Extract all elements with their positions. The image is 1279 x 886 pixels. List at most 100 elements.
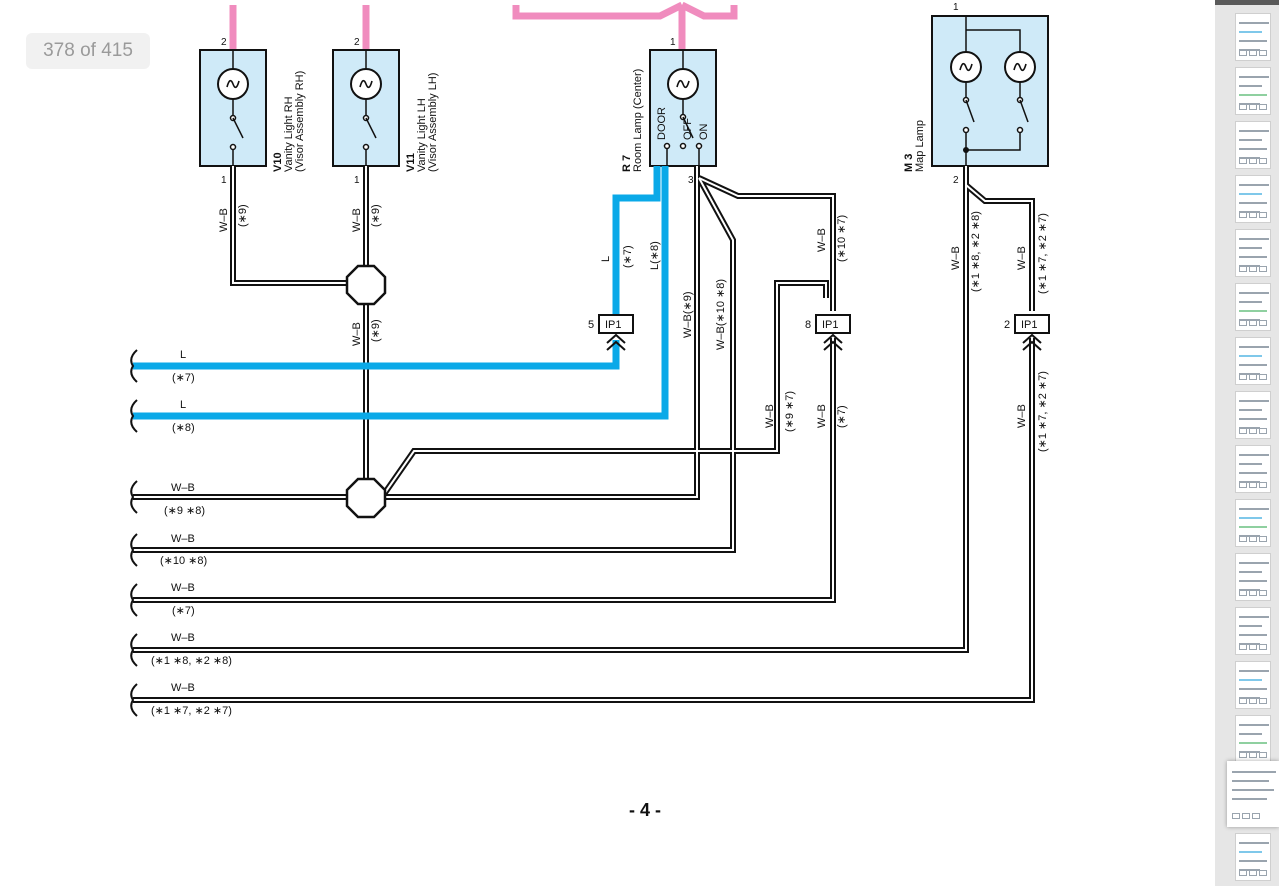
ip1-pin-5: 5 [588, 319, 594, 331]
thumbnail-line [1239, 418, 1267, 420]
wire-label-v10: W–B [218, 208, 230, 232]
thumbnail-line [1239, 355, 1262, 357]
component-v11: 2 1 V11 Vanity Light LH (Visor Assembly … [332, 37, 439, 186]
page-thumbnail[interactable] [1235, 337, 1271, 385]
term-7-note: (∗1 ∗7, ∗2 ∗7) [151, 705, 232, 717]
vertical-wire-labels: W–B (∗9) W–B (∗9) W–B (∗9) L (∗7) L(∗8) … [218, 204, 1049, 452]
wire-label-wb108: W–B(∗10 ∗8) [715, 279, 727, 350]
thumbnail-block [1259, 644, 1267, 650]
thumbnail-line [1239, 562, 1269, 564]
thumbnail-block [1249, 870, 1257, 876]
thumbnail-line [1239, 842, 1269, 844]
ip1-pin-8: 8 [805, 319, 811, 331]
thumbnail-line [1239, 40, 1267, 42]
component-m3: 1 2 M 3 Map Lamp [903, 2, 1049, 186]
thumbnail-line [1232, 780, 1269, 782]
thumbnail-line [1239, 193, 1262, 195]
thumbnail-block [1239, 50, 1247, 56]
thumbnail-line [1239, 517, 1262, 519]
v10-pin-bottom: 1 [221, 175, 227, 186]
thumbnail-block [1259, 428, 1267, 434]
page-thumbnail[interactable] [1235, 175, 1271, 223]
page-thumbnail[interactable] [1235, 121, 1271, 169]
term-3-note: (∗9 ∗8) [164, 505, 205, 517]
thumbnail-line [1239, 76, 1269, 78]
page-thumbnail-sidebar[interactable] [1215, 5, 1279, 886]
v11-pin-bottom: 1 [354, 175, 360, 186]
thumbnail-line [1239, 670, 1269, 672]
thumbnail-line [1239, 688, 1267, 690]
thumbnail-block [1239, 212, 1247, 218]
thumbnail-block [1239, 482, 1247, 488]
thumbnail-block [1249, 266, 1257, 272]
page-thumbnail[interactable] [1235, 833, 1271, 881]
wiring-diagram: 2 1 V10 Vanity Light RH (Visor Assembly … [130, 1, 1050, 717]
thumbnail-line [1239, 616, 1269, 618]
r7-pin-3: 3 [688, 175, 694, 186]
page-thumbnail[interactable] [1235, 499, 1271, 547]
ip1-label-2: IP1 [1021, 319, 1038, 331]
term-4-note: (∗10 ∗8) [160, 555, 207, 567]
thumbnail-line [1239, 202, 1267, 204]
thumbnail-line [1239, 409, 1262, 411]
thumbnail-line [1239, 94, 1267, 96]
wire-note-v10: (∗9) [237, 204, 249, 227]
r7-switch-on: ON [698, 123, 710, 140]
page-thumbnail[interactable] [1235, 67, 1271, 115]
thumbnail-block [1249, 374, 1257, 380]
thumbnail-line [1239, 679, 1262, 681]
term-2-color: L [180, 399, 186, 411]
thumbnail-block [1239, 104, 1247, 110]
page-thumbnail[interactable] [1235, 553, 1271, 601]
v10-pin-top: 2 [221, 37, 227, 48]
ip1-label-5: IP1 [605, 319, 622, 331]
thumbnail-line [1239, 310, 1267, 312]
thumbnail-line [1239, 571, 1262, 573]
page-counter: 378 of 415 [26, 33, 150, 69]
page-thumbnail[interactable] [1235, 445, 1271, 493]
thumbnail-line [1239, 346, 1269, 348]
term-1-color: L [180, 349, 186, 361]
thumbnail-block [1249, 590, 1257, 596]
page-thumbnail-current[interactable] [1227, 761, 1279, 827]
thumbnail-line [1239, 301, 1262, 303]
m3-pin-bottom: 2 [953, 175, 959, 186]
thumbnail-block [1249, 482, 1257, 488]
page-number-footer: - 4 - [628, 800, 661, 820]
thumbnail-line [1239, 292, 1269, 294]
connector-ip1-pin2: IP1 2 [1004, 314, 1050, 351]
thumbnail-block [1259, 320, 1267, 326]
thumbnail-block [1259, 752, 1267, 758]
v11-sub: (Visor Assembly LH) [427, 73, 439, 172]
left-terminal-labels: L (∗7) L (∗8) W–B (∗9 ∗8) W–B (∗10 ∗8) W… [151, 349, 232, 717]
thumbnail-line [1239, 85, 1262, 87]
page-thumbnail[interactable] [1235, 229, 1271, 277]
page-thumbnail[interactable] [1235, 391, 1271, 439]
component-r7: DOOR OFF ON 1 2 3 R 7 Room Lamp (Center) [621, 37, 717, 186]
wire-label-wb7: W–B [816, 404, 828, 428]
page-thumbnail[interactable] [1235, 13, 1271, 61]
thumbnail-block [1239, 266, 1247, 272]
thumbnail-block [1249, 158, 1257, 164]
v11-pin-top: 2 [354, 37, 360, 48]
term-3-color: W–B [171, 482, 195, 494]
page-thumbnail[interactable] [1235, 661, 1271, 709]
page-thumbnail[interactable] [1235, 715, 1271, 763]
thumbnail-block [1249, 752, 1257, 758]
thumbnail-line [1239, 22, 1269, 24]
thumbnail-block [1259, 158, 1267, 164]
thumbnail-block [1239, 374, 1247, 380]
r7-switch-door: DOOR [656, 107, 668, 140]
thumbnail-line [1239, 851, 1262, 853]
r7-name: Room Lamp (Center) [632, 69, 644, 172]
wire-note-v11: (∗9) [370, 204, 382, 227]
thumbnail-line [1239, 472, 1267, 474]
thumbnail-line [1239, 256, 1267, 258]
page-thumbnail[interactable] [1235, 607, 1271, 655]
wire-label-ip2: W–B [1016, 404, 1028, 428]
ip1-pin-2: 2 [1004, 319, 1010, 331]
v10-sub: (Visor Assembly RH) [294, 71, 306, 172]
thumbnail-block [1239, 158, 1247, 164]
page-thumbnail[interactable] [1235, 283, 1271, 331]
r7-switch-off: OFF [682, 118, 694, 140]
